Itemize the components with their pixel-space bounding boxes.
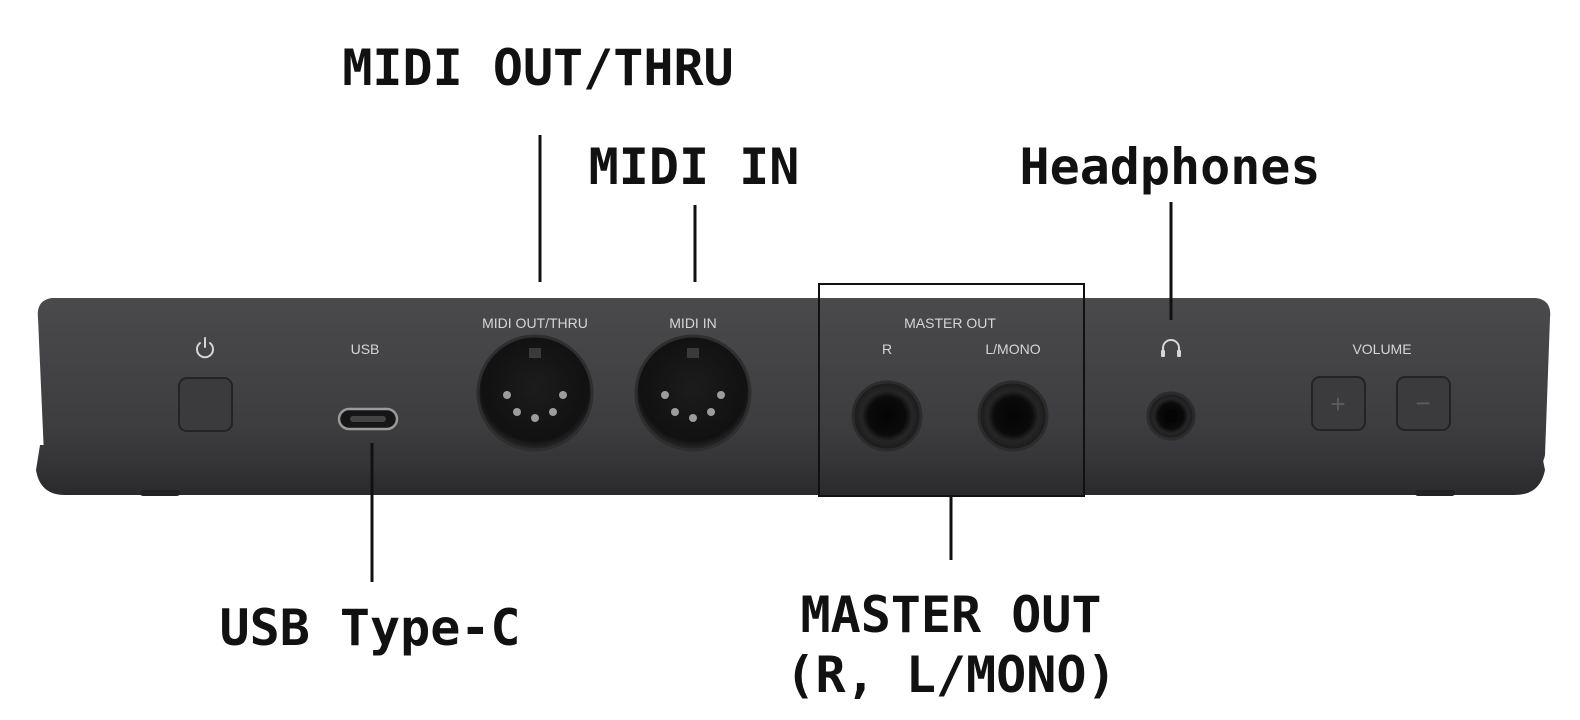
power-icon [196, 337, 214, 359]
volume-up-button[interactable] [1311, 376, 1366, 431]
callout-master-out-line1: MASTER OUT [800, 586, 1101, 644]
usb-panel-label: USB [351, 341, 380, 357]
headphones-section [1146, 339, 1196, 441]
usb-c-port-tongue [350, 416, 386, 422]
midi-out-thru-pins [503, 391, 567, 422]
midi-in-notch [687, 348, 699, 358]
l-mono-panel-label: L/MONO [985, 341, 1040, 357]
volume-down-symbol: − [1415, 388, 1430, 418]
volume-section: VOLUME + − [1311, 341, 1451, 431]
callout-midi-in: MIDI IN [589, 138, 800, 196]
callout-usb-type-c: USB Type-C [219, 599, 520, 657]
callout-headphones: Headphones [1019, 138, 1320, 196]
callout-master-out-line2: (R, L/MONO) [785, 646, 1116, 704]
volume-up-symbol: + [1330, 389, 1345, 419]
master-out-section: MASTER OUT R L/MONO [818, 283, 1085, 497]
headphones-jack-hole [1164, 409, 1178, 423]
master-out-panel-label: MASTER OUT [904, 315, 996, 331]
callout-midi-out-thru: MIDI OUT/THRU [342, 39, 733, 97]
foot-right [1415, 490, 1455, 496]
volume-panel-label: VOLUME [1352, 341, 1411, 357]
midi-out-thru-port[interactable] [476, 334, 594, 452]
midi-in-panel-label: MIDI IN [669, 315, 716, 331]
midi-in-section: MIDI IN [634, 315, 752, 452]
r-panel-label: R [882, 341, 892, 357]
volume-down-button[interactable] [1396, 376, 1451, 431]
foot-left [140, 490, 180, 496]
leader-lines [370, 135, 1173, 582]
midi-out-thru-notch [529, 348, 541, 358]
midi-out-thru-panel-label: MIDI OUT/THRU [482, 315, 588, 331]
midi-out-thru-section: MIDI OUT/THRU [476, 315, 594, 452]
headphones-icon [1161, 339, 1181, 357]
power-button[interactable] [178, 377, 233, 432]
usb-section: USB [337, 341, 399, 431]
power-section [178, 337, 233, 432]
master-out-l-mono-jack[interactable] [977, 380, 1049, 452]
midi-in-pins [661, 391, 725, 422]
master-out-r-jack[interactable] [851, 380, 923, 452]
midi-in-port[interactable] [634, 334, 752, 452]
